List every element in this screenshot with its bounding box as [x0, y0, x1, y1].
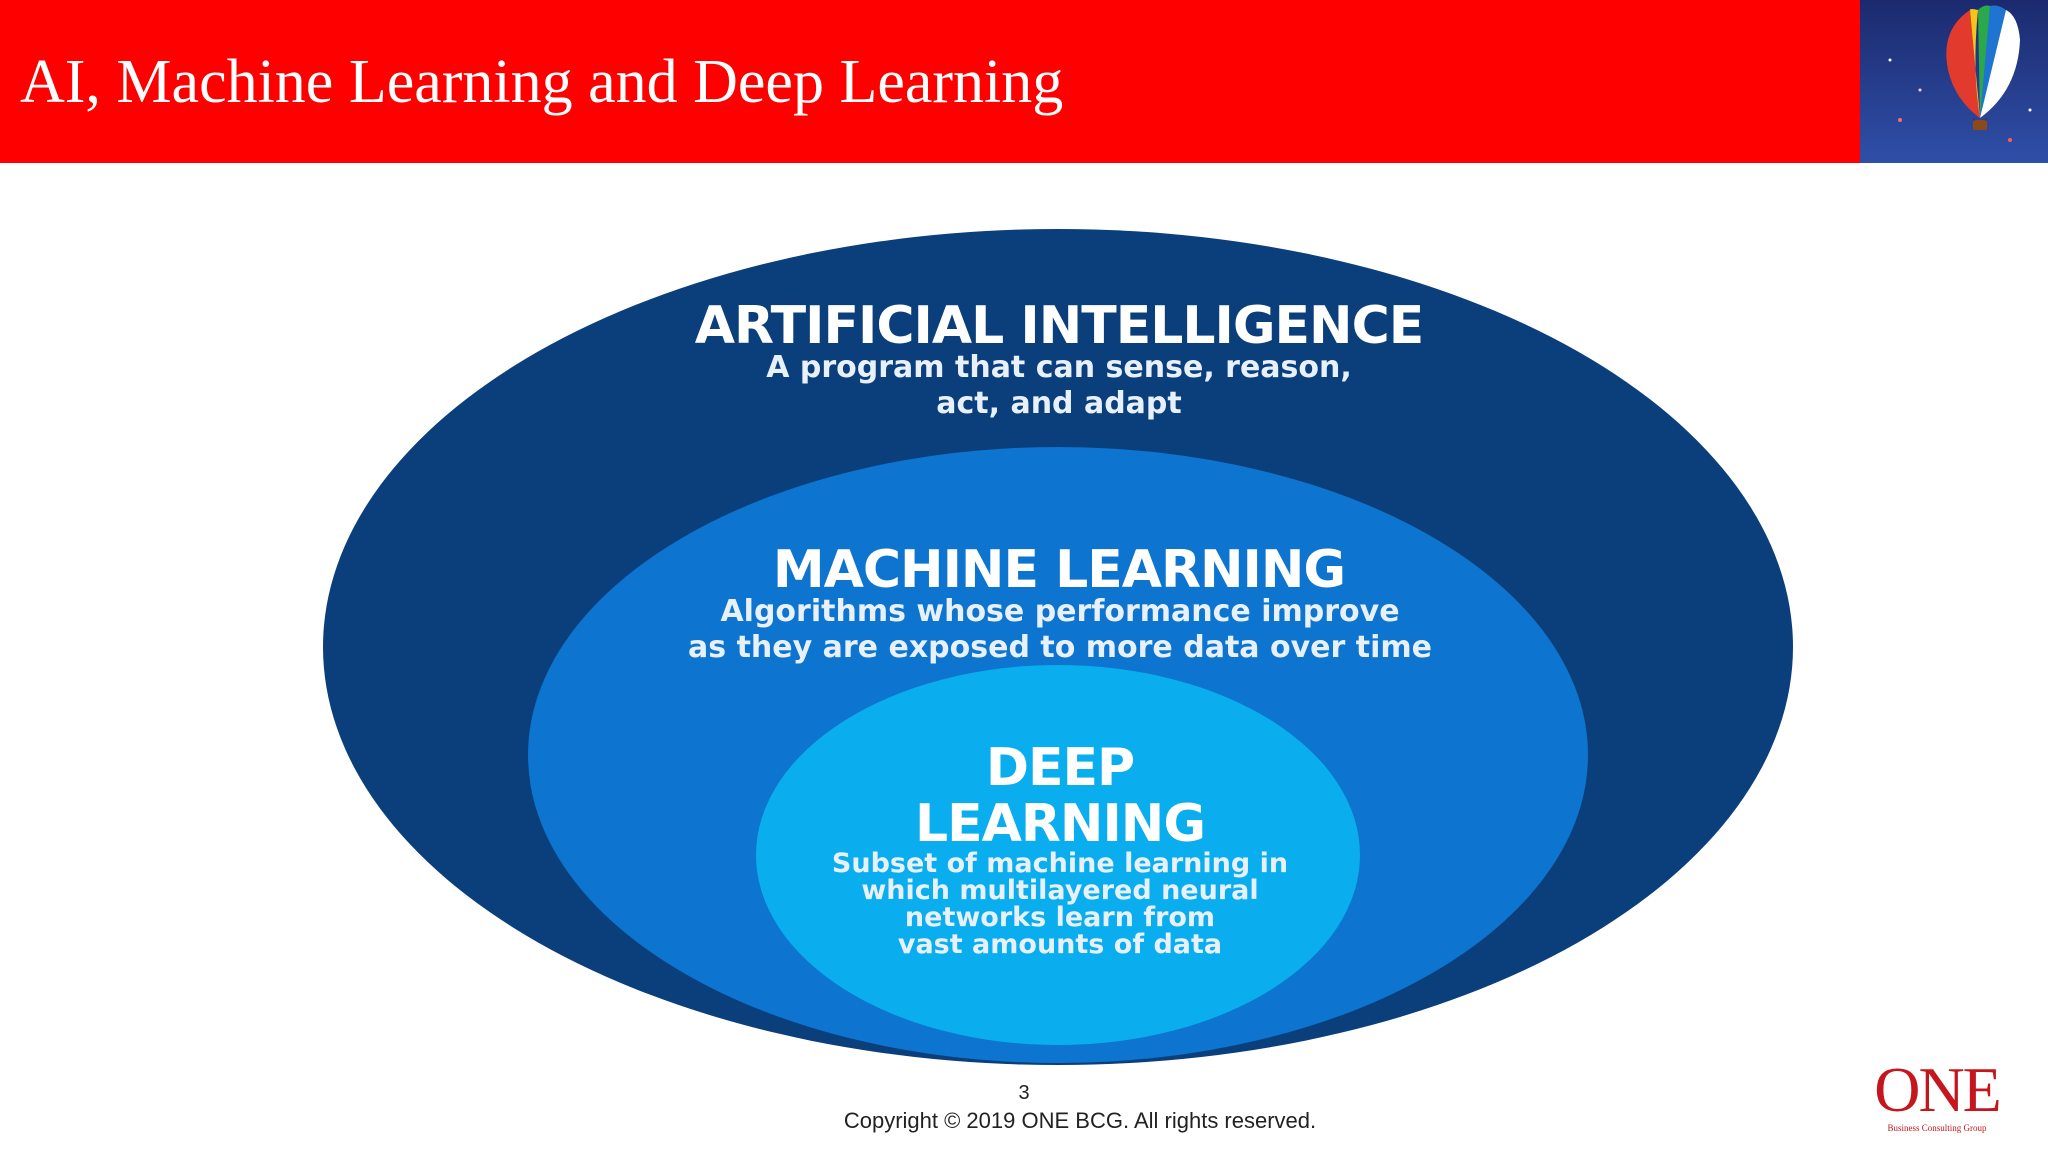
dl-description-line: Subset of machine learning in — [831, 848, 1289, 879]
brand-tagline: Business Consulting Group — [1887, 1123, 1987, 1133]
hot-air-balloon-icon — [1860, 0, 2048, 163]
dl-description: Subset of machine learning in which mult… — [720, 850, 1400, 958]
hot-air-balloon-image — [1860, 0, 2048, 163]
ai-description-line: A program that can sense, reason, — [766, 350, 1352, 385]
ai-description: A program that can sense, reason, act, a… — [624, 350, 1494, 422]
slide-title: AI, Machine Learning and Deep Learning — [20, 48, 1064, 116]
one-bcg-logo: ONE Business Consulting Group — [1862, 1058, 2012, 1138]
dl-heading-line: LEARNING — [914, 794, 1206, 854]
dl-description-line: which multilayered neural — [861, 875, 1259, 906]
page-number: 3 — [1018, 1082, 1030, 1104]
ai-description-line: act, and adapt — [936, 386, 1182, 421]
copyright-notice: Copyright © 2019 ONE BCG. All rights res… — [843, 1108, 1317, 1133]
dl-heading: DEEP LEARNING — [760, 740, 1360, 852]
ai-heading: ARTIFICIAL INTELLIGENCE — [694, 296, 1425, 356]
ml-description: Algorithms whose performance improve as … — [560, 594, 1560, 666]
dl-heading-line: DEEP — [985, 738, 1135, 798]
header-bar — [0, 0, 1860, 163]
brand-name: ONE — [1874, 1054, 2002, 1125]
ml-description-line: Algorithms whose performance improve — [720, 594, 1400, 629]
ml-heading: MACHINE LEARNING — [772, 540, 1346, 600]
ml-description-line: as they are exposed to more data over ti… — [688, 630, 1432, 665]
dl-description-line: vast amounts of data — [897, 929, 1223, 960]
dl-description-line: networks learn from — [904, 902, 1216, 933]
